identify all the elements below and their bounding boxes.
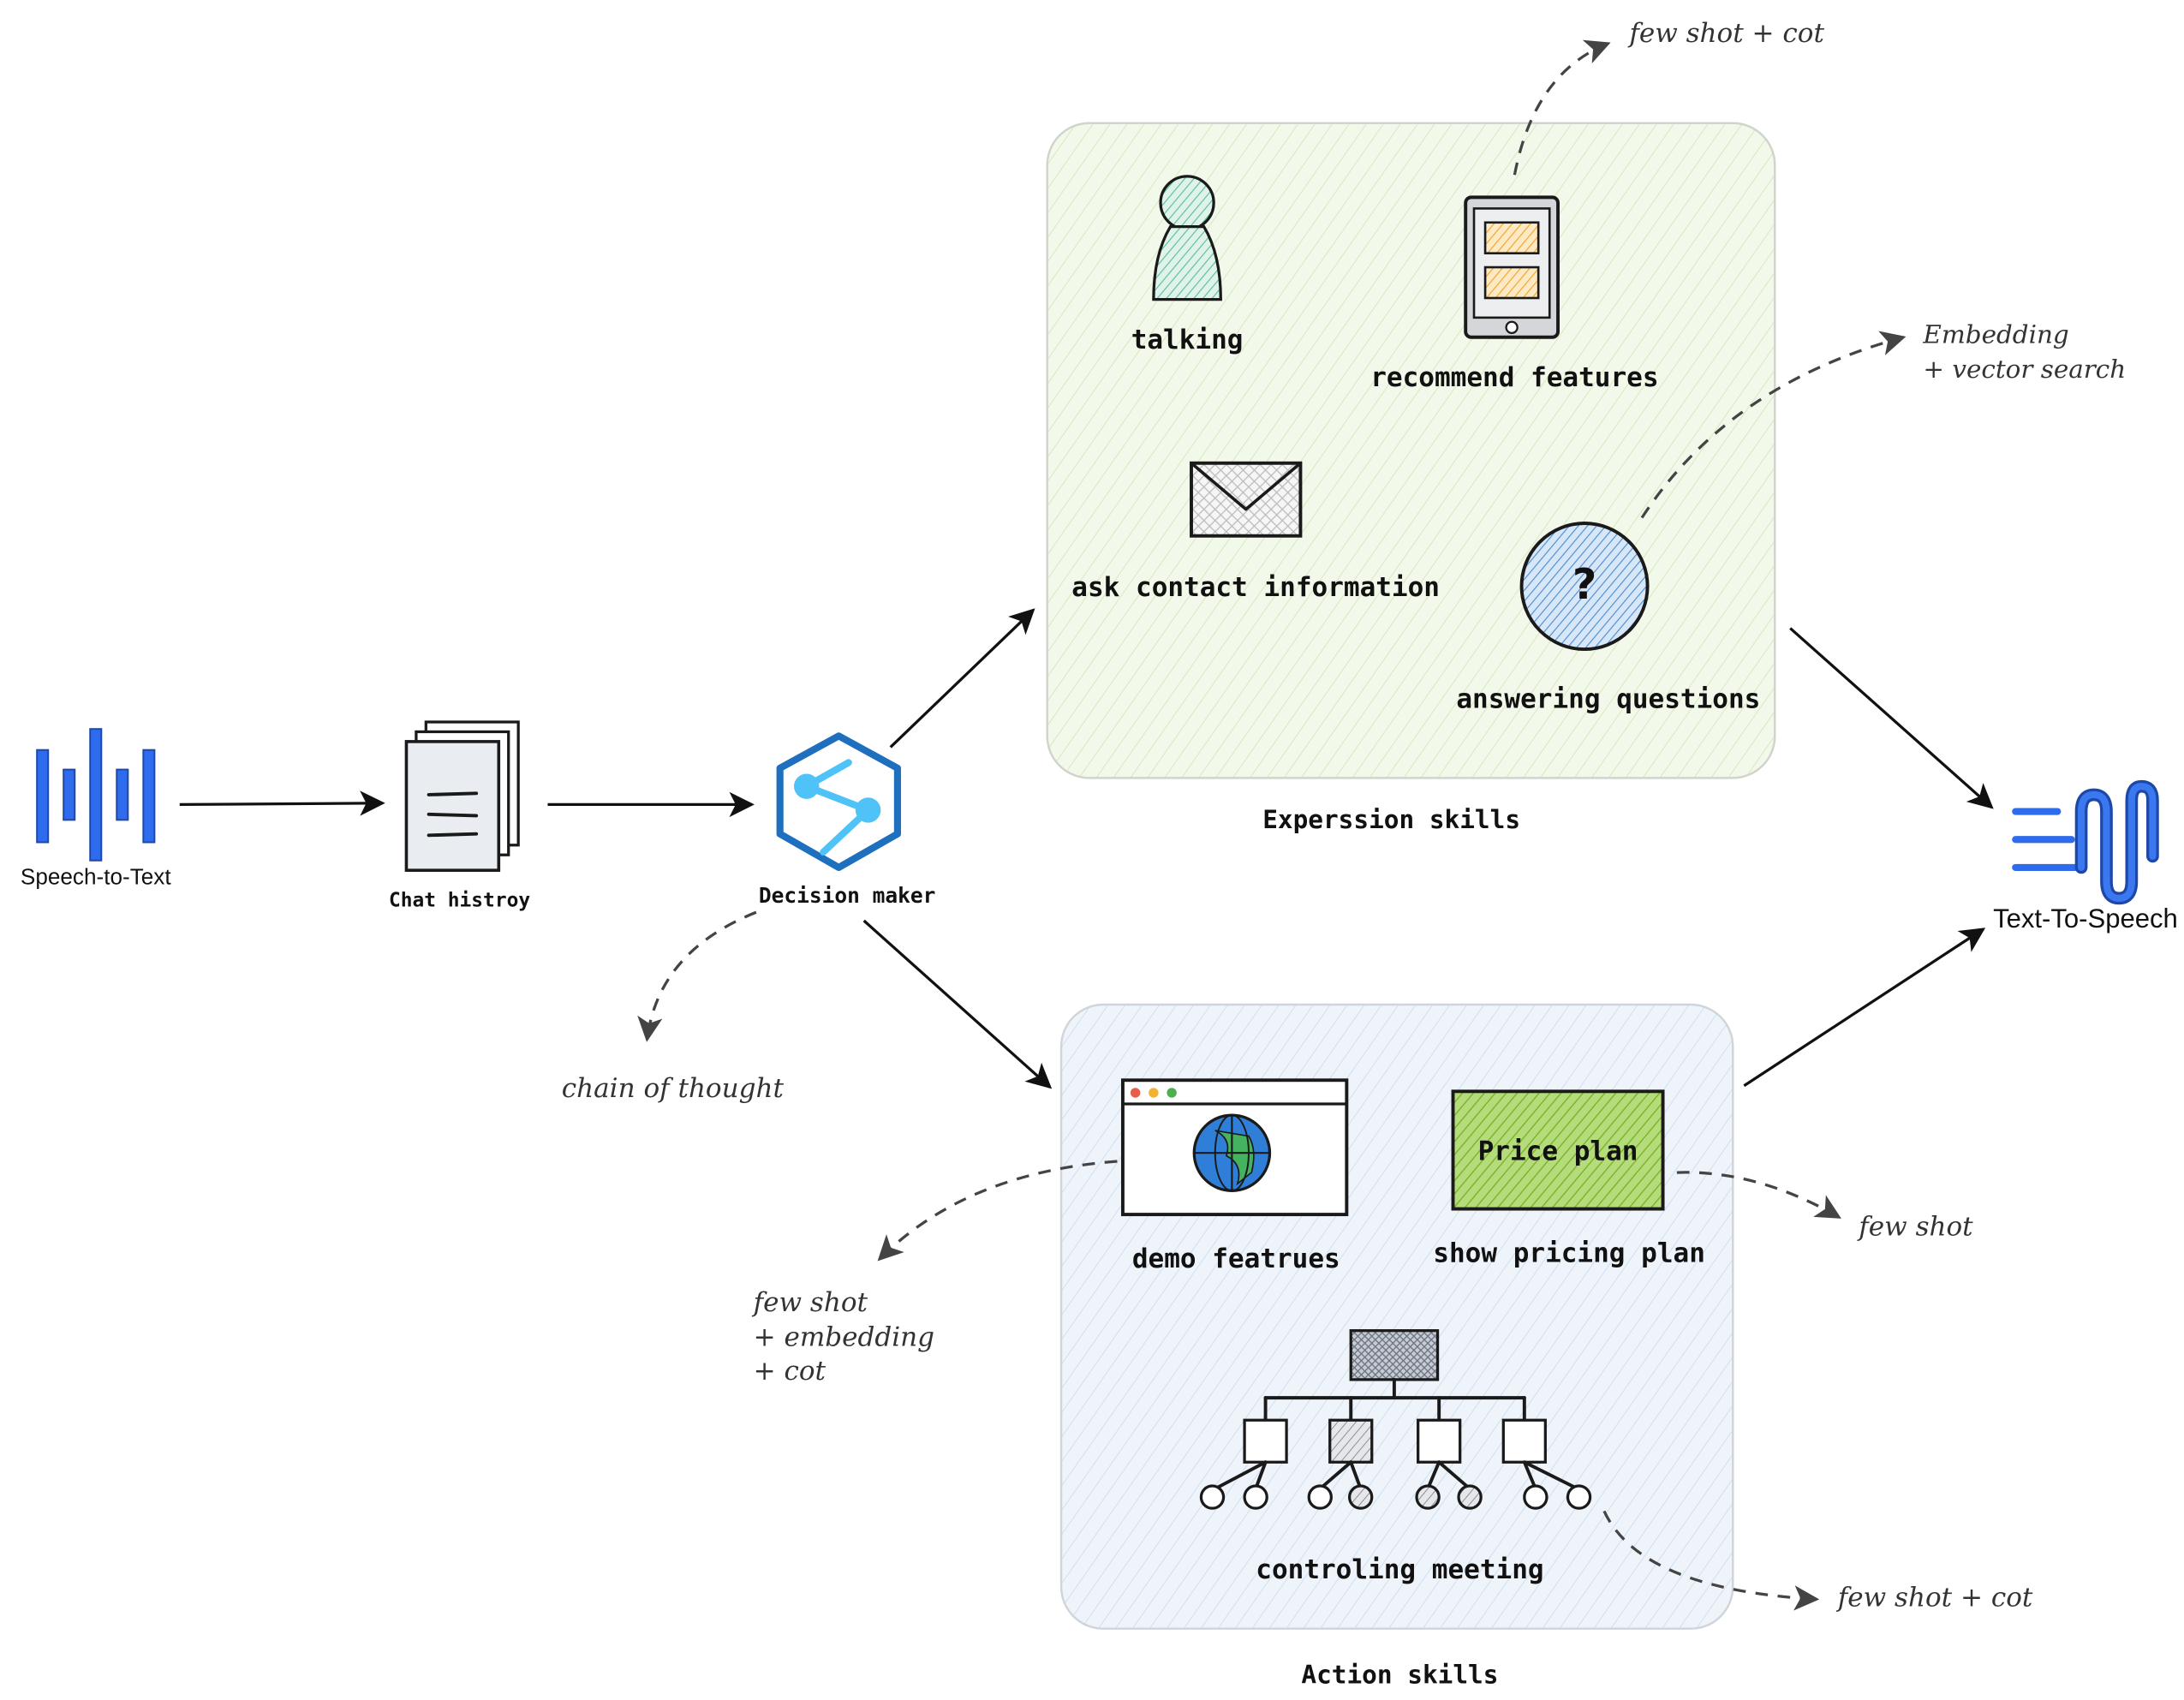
edge-decision-to-expression: [889, 608, 1035, 749]
expression-skills-group: Experssion skills: [1046, 122, 1776, 834]
person-icon: [1152, 175, 1222, 301]
question-mark-icon: ?: [1519, 522, 1650, 652]
skill-recommend-label: recommend features: [1370, 362, 1658, 393]
edge-meeting-note: [1602, 1510, 1820, 1611]
skill-recommend-features: recommend features: [1370, 195, 1659, 393]
recommend-note: few shot + cot: [1627, 18, 1824, 49]
edge-decision-to-action: [862, 919, 1053, 1089]
hierarchy-icon: [1199, 1329, 1592, 1510]
annotation-texts: chain of thought few shot + cot Embeddin…: [562, 18, 2126, 1614]
sound-wave-icon: [36, 728, 156, 862]
decision-maker-node: Decision maker: [759, 732, 936, 908]
demo-note-line-3: + cot: [754, 1356, 826, 1387]
edge-stt-to-history: [179, 790, 385, 816]
svg-text:?: ?: [1572, 560, 1596, 609]
edge-answering-note: [1640, 331, 1907, 519]
edge-demo-note: [877, 1160, 1118, 1262]
edge-action-to-tts: [1743, 928, 1986, 1088]
decision-hexagon-icon: [776, 732, 901, 872]
answering-note-line-1: Embedding: [1922, 319, 2068, 349]
skill-demo-label: demo featrues: [1132, 1244, 1340, 1274]
meeting-note: few shot + cot: [1836, 1583, 2033, 1614]
skill-talking: talking: [1131, 175, 1244, 355]
speech-to-text-node: Speech-to-Text: [21, 728, 171, 890]
browser-globe-icon: [1120, 1078, 1349, 1217]
edge-expression-to-tts: [1789, 627, 1994, 809]
answering-note-line-2: + vector search: [1923, 355, 2126, 384]
skill-talking-label: talking: [1131, 325, 1244, 355]
envelope-icon: [1190, 461, 1303, 538]
edge-recommend-note: [1513, 39, 1611, 176]
demo-note-line-2: + embedding: [754, 1322, 934, 1353]
price-card: Price plan: [1451, 1089, 1665, 1211]
demo-note-line-1: few shot: [752, 1287, 868, 1318]
skill-answering-label: answering questions: [1456, 684, 1760, 715]
pricing-note: few shot: [1857, 1212, 1973, 1243]
skill-show-pricing: Price plan show pricing plan: [1433, 1089, 1705, 1269]
expression-skills-title: Experssion skills: [1262, 805, 1520, 834]
chat-history-label: Chat histroy: [389, 890, 530, 912]
annotation-edges: [637, 39, 1907, 1611]
edge-decision-note: [637, 910, 757, 1042]
skill-controling-meeting: controling meeting: [1199, 1329, 1592, 1585]
skill-ask-contact: ask contact information: [1071, 461, 1440, 603]
chat-history-node: Chat histroy: [389, 720, 530, 912]
text-to-speech-icon: [2012, 779, 2159, 905]
tablet-icon: [1464, 195, 1560, 339]
decision-note: chain of thought: [562, 1073, 785, 1104]
skill-answering-questions: ? answering questions: [1456, 522, 1760, 715]
text-to-speech-label: Text-To-Speech: [1993, 904, 2178, 934]
skill-meeting-label: controling meeting: [1256, 1554, 1543, 1585]
text-to-speech-node: Text-To-Speech: [1993, 779, 2178, 934]
documents-icon: [404, 720, 520, 872]
skill-demo-features: demo featrues: [1120, 1078, 1349, 1274]
price-card-label: Price plan: [1478, 1136, 1638, 1166]
skill-pricing-label: show pricing plan: [1433, 1238, 1705, 1269]
speech-to-text-label: Speech-to-Text: [21, 864, 171, 890]
flow-edges: [179, 608, 1994, 1089]
decision-maker-label: Decision maker: [759, 883, 936, 908]
skill-contact-label: ask contact information: [1071, 572, 1440, 603]
action-skills-title: Action skills: [1301, 1660, 1498, 1689]
